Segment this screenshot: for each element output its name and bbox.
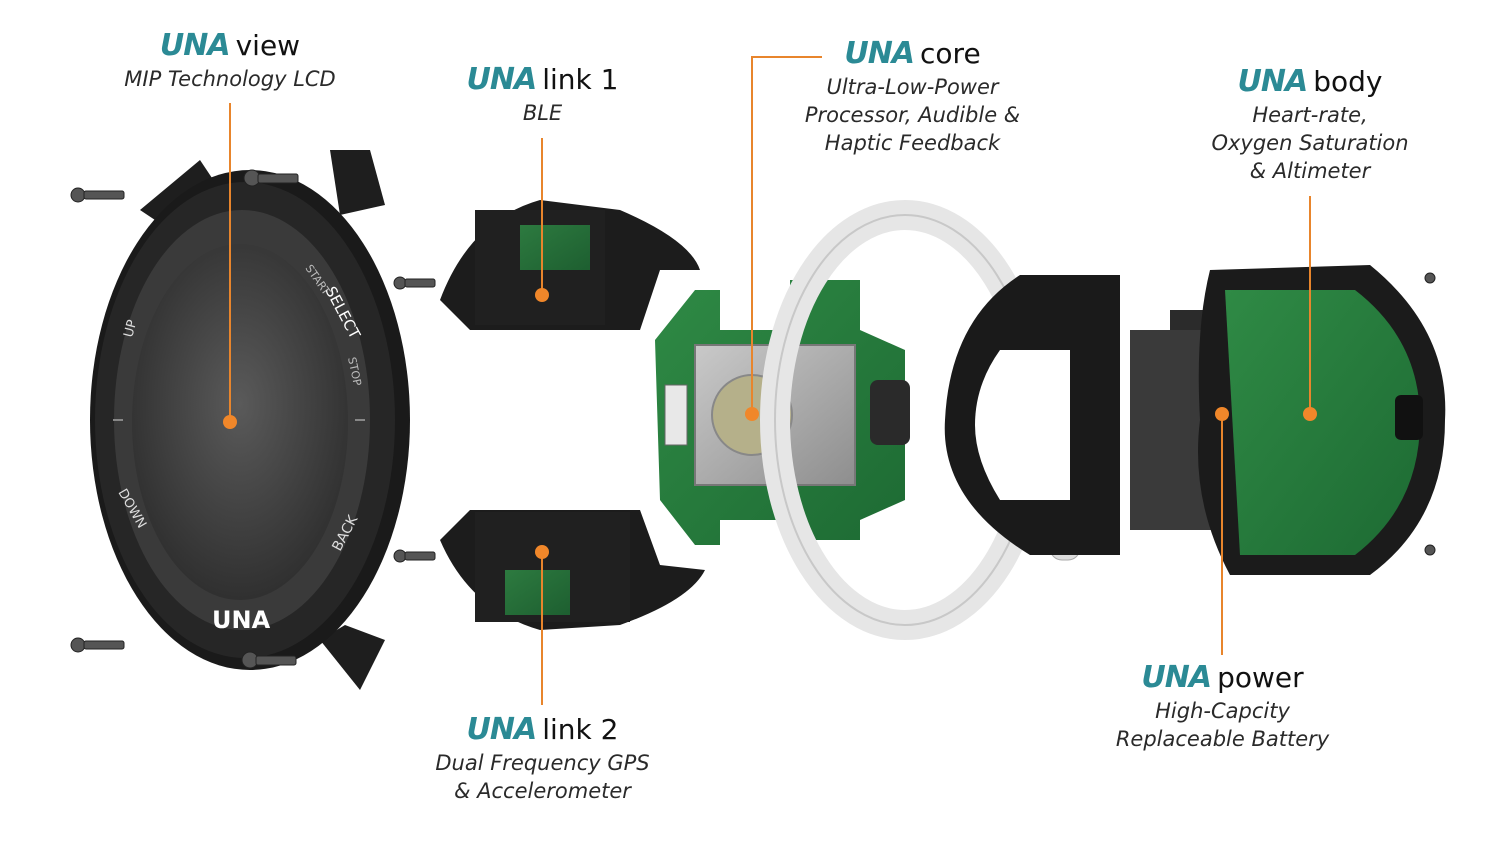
screw-icon (393, 549, 436, 563)
screw-icon (1424, 544, 1436, 556)
callout-body-module: body (1313, 65, 1383, 98)
callout-view-module: view (235, 29, 301, 62)
screw-icon (393, 276, 436, 290)
power-marker-dot (1215, 407, 1229, 421)
callout-link2-desc: Dual Frequency GPS & Accelerometer (435, 751, 650, 803)
callout-link1-module: link 1 (542, 63, 619, 96)
callout-power-desc: High-Capcity Replaceable Battery (1115, 699, 1330, 751)
callout-core-desc: Ultra-Low-Power Processor, Audible & Hap… (804, 75, 1021, 155)
gasket-frame (944, 275, 1120, 555)
callout-link1-desc: BLE (522, 101, 563, 125)
view-marker-dot (223, 415, 237, 429)
brand-logo: UNA (466, 62, 538, 97)
brand-logo: UNA (1141, 660, 1212, 695)
brand-logo: UNA (1237, 64, 1309, 99)
link1-module (440, 200, 700, 330)
link1-marker-dot (535, 288, 549, 302)
brand-logo: UNA (844, 36, 915, 71)
link2-marker-dot (535, 545, 549, 559)
watch-logo: UNA (212, 606, 271, 634)
callout-link2-module: link 2 (542, 713, 619, 746)
bezel-up-label: UP (121, 318, 140, 339)
screw-icon (70, 637, 125, 653)
leader-lines (223, 56, 1317, 705)
link2-module (440, 510, 705, 630)
back-body (1198, 265, 1446, 575)
callout-view-desc: MIP Technology LCD (124, 67, 336, 91)
core-leader-line (751, 56, 822, 414)
screw-icon (243, 169, 299, 187)
callout-power-module: power (1217, 661, 1304, 694)
watch-front: START SELECT STOP UP DOWN BACK UNA (90, 150, 410, 690)
brand-logo: UNA (466, 712, 538, 747)
screw-icon (70, 187, 125, 203)
body-marker-dot (1303, 407, 1317, 421)
callout-body-desc: Heart-rate, Oxygen Saturation & Altimete… (1211, 103, 1409, 183)
screw-icon (1424, 272, 1436, 284)
core-marker-dot (745, 407, 759, 421)
callout-core-module: core (920, 37, 981, 70)
screw-icon (241, 651, 297, 669)
bezel-stop-label: STOP (345, 356, 364, 387)
brand-logo: UNA (159, 28, 231, 63)
